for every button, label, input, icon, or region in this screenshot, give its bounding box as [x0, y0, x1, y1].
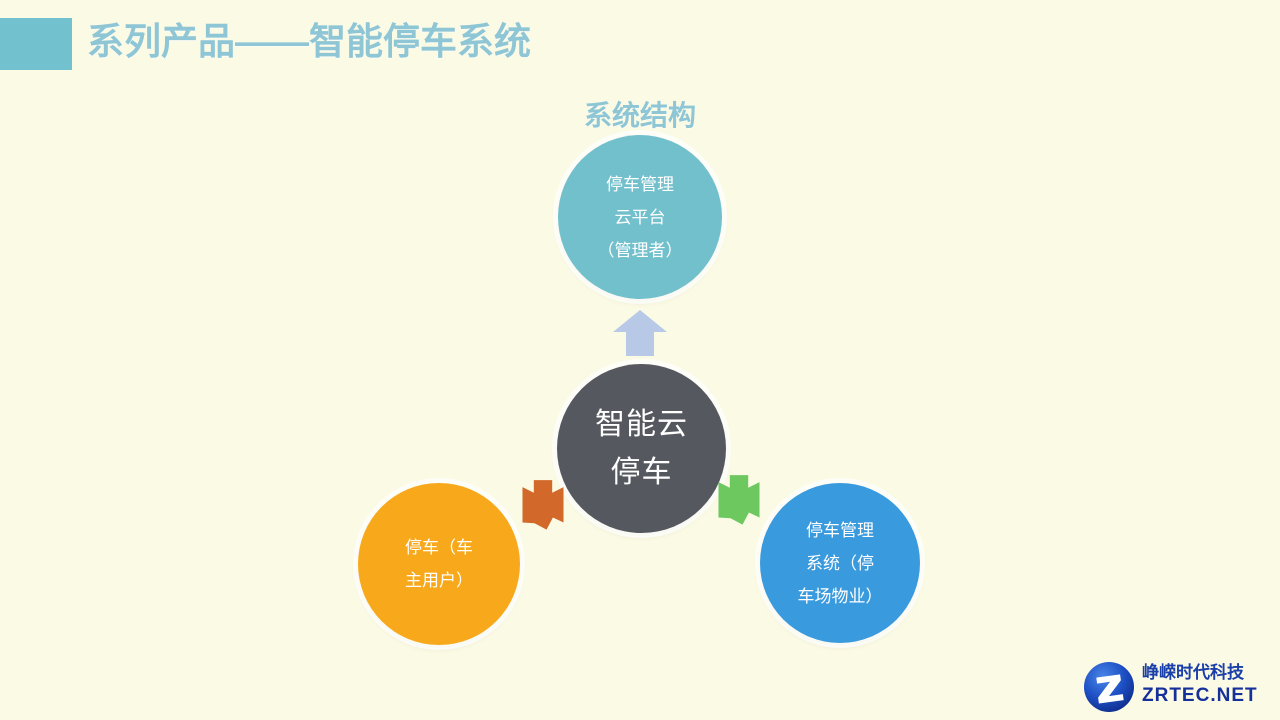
node-management-system[interactable]: 停车管理 系统（停 车场物业） [760, 483, 920, 643]
node-management-system-label: 停车管理 系统（停 车场物业） [797, 520, 883, 606]
node-cloud-platform-label: 停车管理 云平台 （管理者） [597, 174, 683, 260]
arrow-down-left-icon [512, 471, 574, 533]
logo-z-mark-icon [1082, 660, 1136, 714]
arrow-up-icon [612, 309, 668, 357]
logo-domain: ZRTEC.NET [1142, 685, 1258, 706]
logo-company-name: 峥嵘时代科技 [1142, 663, 1244, 682]
node-cloud-platform[interactable]: 停车管理 云平台 （管理者） [558, 135, 722, 299]
title-accent-block [0, 18, 72, 70]
node-car-owner-label: 停车（车 主用户） [405, 538, 473, 590]
node-car-owner[interactable]: 停车（车 主用户） [358, 483, 520, 645]
node-center-smart-cloud-parking[interactable]: 智能云 停车 [557, 364, 726, 533]
arrow-down-left-icon [708, 466, 770, 528]
company-logo: 峥嵘时代科技 ZRTEC.NET [1082, 658, 1278, 716]
logo-text-block: 峥嵘时代科技 ZRTEC.NET [1142, 662, 1278, 707]
page-title: 系列产品——智能停车系统 [87, 21, 531, 62]
diagram-subtitle: 系统结构 [583, 100, 696, 131]
node-center-label: 智能云 停车 [595, 407, 688, 489]
slide-header: 系列产品——智能停车系统 [0, 0, 1280, 90]
